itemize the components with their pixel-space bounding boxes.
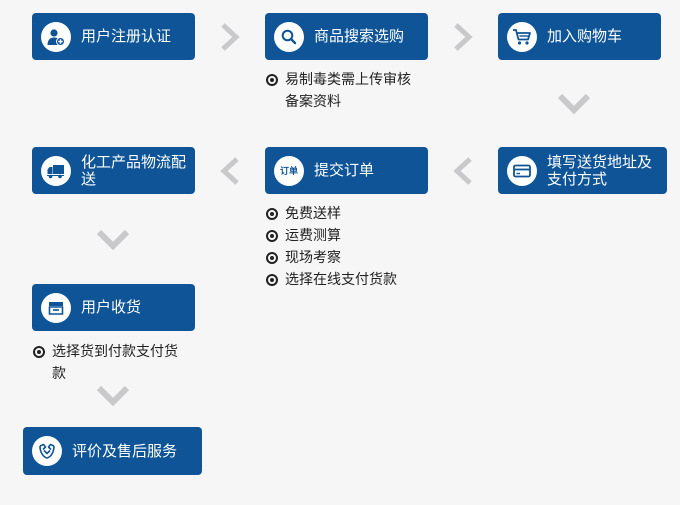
chevron-right-icon: [454, 23, 473, 51]
radio-bullet-icon: [33, 346, 45, 358]
note-text: 免费送样: [285, 206, 341, 222]
step-label: 填写送货地址及支付方式: [547, 152, 653, 188]
radio-bullet-icon: [266, 252, 278, 264]
step-submit-order[interactable]: 订单 提交订单: [265, 147, 428, 194]
order-notes: 免费送样 运费测算 现场考察 选择在线支付货款: [265, 203, 435, 291]
chevron-left-icon: [453, 157, 472, 185]
chevron-down-icon: [557, 93, 591, 115]
user-add-icon: [41, 21, 71, 52]
radio-bullet-icon: [266, 274, 278, 286]
radio-bullet-icon: [266, 208, 278, 220]
credit-card-icon: [507, 155, 537, 186]
chevron-right-icon: [221, 23, 240, 51]
step-fill-address-payment[interactable]: 填写送货地址及支付方式: [498, 147, 667, 194]
list-item: 运费测算: [265, 225, 435, 247]
list-item: 选择货到付款支付货款: [32, 341, 182, 385]
step-label: 商品搜索选购: [314, 27, 405, 45]
receive-notes: 选择货到付款支付货款: [32, 341, 182, 385]
chevron-down-icon: [96, 229, 130, 251]
step-user-registration[interactable]: 用户注册认证: [32, 13, 195, 60]
radio-bullet-icon: [266, 74, 278, 86]
list-item: 选择在线支付货款: [265, 269, 435, 291]
list-item: 易制毒类需上传审核备案资料: [265, 69, 415, 113]
shopping-cart-icon: [507, 21, 537, 52]
chevron-left-icon: [220, 157, 239, 185]
list-item: 现场考察: [265, 247, 435, 269]
note-text: 运费测算: [285, 228, 341, 244]
list-item: 免费送样: [265, 203, 435, 225]
step-product-search[interactable]: 商品搜索选购: [265, 13, 428, 60]
chevron-down-icon: [96, 385, 130, 407]
step-label: 提交订单: [314, 161, 375, 179]
inbox-icon: [41, 292, 71, 323]
step-add-to-cart[interactable]: 加入购物车: [498, 13, 661, 60]
search-notes: 易制毒类需上传审核备案资料: [265, 69, 415, 113]
step-label: 评价及售后服务: [72, 441, 178, 460]
step-label: 加入购物车: [547, 27, 623, 45]
search-icon: [274, 21, 304, 52]
step-review-after-sales[interactable]: 评价及售后服务: [23, 427, 202, 475]
order-badge-icon: 订单: [274, 155, 304, 186]
step-label: 用户注册认证: [81, 27, 172, 45]
note-text: 易制毒类需上传审核备案资料: [285, 72, 411, 110]
step-label: 用户收货: [81, 298, 142, 316]
note-text: 选择货到付款支付货款: [52, 344, 178, 382]
note-text: 现场考察: [285, 250, 341, 266]
step-logistics-delivery[interactable]: 化工产品物流配送: [32, 147, 195, 194]
note-text: 选择在线支付货款: [285, 272, 397, 288]
step-receive-goods[interactable]: 用户收货: [32, 284, 195, 331]
step-label: 化工产品物流配送: [81, 152, 187, 188]
handshake-icon: [32, 436, 62, 466]
radio-bullet-icon: [266, 230, 278, 242]
delivery-truck-icon: [41, 155, 71, 186]
